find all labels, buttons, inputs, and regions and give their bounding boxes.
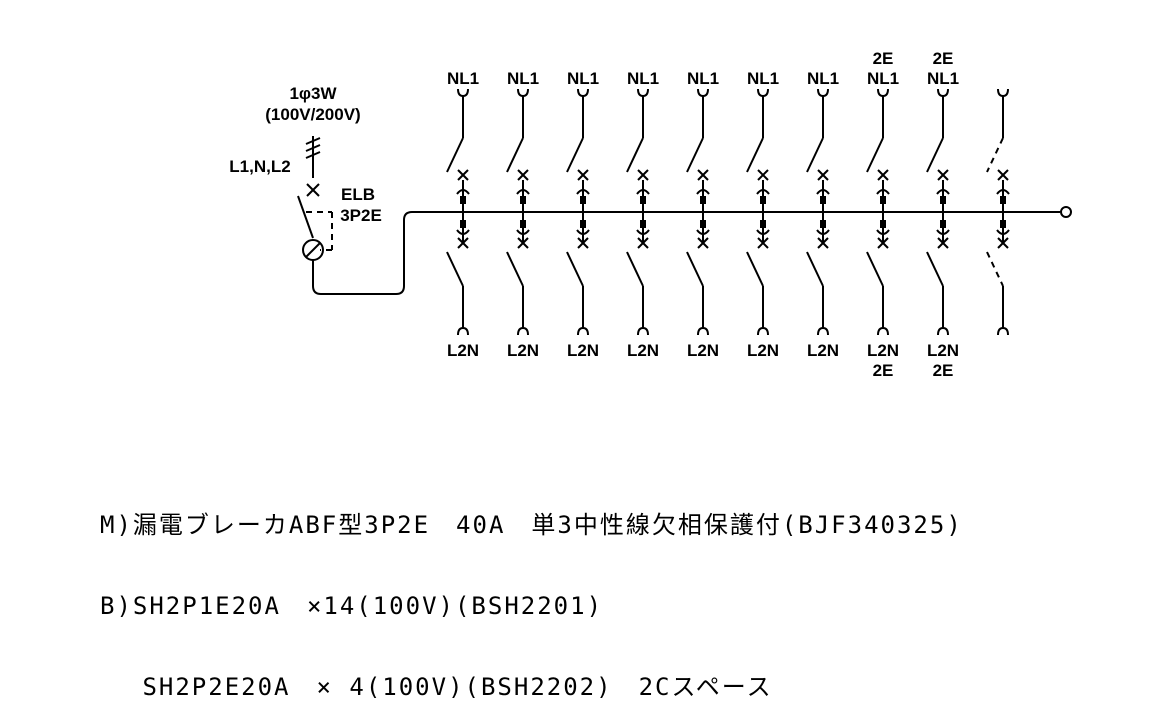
branch-circuit: [986, 88, 1010, 336]
supply-phase-label: 1φ3W: [289, 84, 337, 103]
branch-top-label: NL1: [927, 69, 959, 88]
terminal-top: [997, 88, 1009, 98]
terminal-top: [937, 88, 949, 98]
switch-top: [686, 137, 704, 173]
switch-bottom: [986, 251, 1004, 287]
terminal-top: [637, 88, 649, 98]
switch-top: [446, 137, 464, 173]
branch-top-label: NL1: [567, 69, 599, 88]
switch-bottom: [746, 251, 764, 287]
supply-voltage-label: (100V/200V): [265, 105, 360, 124]
terminal-bottom: [637, 326, 649, 336]
branch-top-label: NL1: [507, 69, 539, 88]
terminal-bottom: [457, 326, 469, 336]
main-breaker-type-label: ELB: [341, 185, 375, 204]
branch-top-label: NL1: [867, 69, 899, 88]
note-branch-1p1e: B)SH2P1E20A ×14(100V)(BSH2201): [100, 592, 604, 620]
terminal-top: [457, 88, 469, 98]
terminal-bottom: [697, 326, 709, 336]
branch-top-label: NL1: [687, 69, 719, 88]
supply-line-label: L1,N,L2: [229, 157, 290, 176]
branch-bottom-label: L2N: [627, 341, 659, 360]
branch-bottom-label: L2N: [867, 341, 899, 360]
switch-top: [926, 137, 944, 173]
switch-top: [746, 137, 764, 173]
switch-bottom: [446, 251, 464, 287]
note-main-breaker: M)漏電ブレーカABF型3P2E 40A 単3中性線欠相保護付(BJF34032…: [100, 511, 963, 539]
switch-bottom: [866, 251, 884, 287]
branch-top-label: NL1: [807, 69, 839, 88]
branch-top-extra-label: 2E: [933, 49, 954, 68]
terminal-top: [577, 88, 589, 98]
incoming-feed: [305, 136, 321, 197]
switch-top: [866, 137, 884, 173]
branch-bottom-label: L2N: [747, 341, 779, 360]
switch-top: [566, 137, 584, 173]
switch-bottom: [806, 251, 824, 287]
terminal-top: [877, 88, 889, 98]
switch-bottom: [506, 251, 524, 287]
terminal-bottom: [757, 326, 769, 336]
switch-top: [986, 137, 1004, 173]
branch-top-extra-label: 2E: [873, 49, 894, 68]
terminal-bottom: [517, 326, 529, 336]
branch-top-label: NL1: [747, 69, 779, 88]
main-breaker-poles-label: 3P2E: [340, 206, 382, 225]
branch-bottom-label: L2N: [687, 341, 719, 360]
terminal-bottom: [997, 326, 1009, 336]
terminal-top: [757, 88, 769, 98]
terminal-bottom: [577, 326, 589, 336]
branch-bottom-extra-label: 2E: [933, 361, 954, 380]
terminal-bottom: [817, 326, 829, 336]
branch-bottom-extra-label: 2E: [873, 361, 894, 380]
switch-top: [626, 137, 644, 173]
branch-circuits: NL1L2NNL1L2NNL1L2NNL1L2NNL1L2NNL1L2NNL1L…: [446, 49, 1010, 380]
terminal-top: [697, 88, 709, 98]
switch-bottom: [926, 251, 944, 287]
branch-bottom-label: L2N: [567, 341, 599, 360]
single-line-diagram: 1φ3W (100V/200V) L1,N,L2 ELB 3P2E NL1L2N…: [229, 49, 1072, 380]
branch-bottom-label: L2N: [447, 341, 479, 360]
branch-top-label: NL1: [627, 69, 659, 88]
switch-top: [806, 137, 824, 173]
terminal-bottom: [937, 326, 949, 336]
switch-top: [506, 137, 524, 173]
switch-bottom: [626, 251, 644, 287]
switch-bottom: [686, 251, 704, 287]
main-breaker-symbol: [297, 195, 1072, 295]
branch-top-label: NL1: [447, 69, 479, 88]
branch-bottom-label: L2N: [927, 341, 959, 360]
note-branch-2p2e: SH2P2E20A × 4(100V)(BSH2202) 2Cスペース: [100, 673, 773, 701]
terminal-bottom: [877, 326, 889, 336]
equipment-notes: M)漏電ブレーカABF型3P2E 40A 単3中性線欠相保護付(BJF34032…: [100, 458, 1160, 728]
branch-bottom-label: L2N: [807, 341, 839, 360]
branch-bottom-label: L2N: [507, 341, 539, 360]
terminal-top: [817, 88, 829, 98]
switch-bottom: [566, 251, 584, 287]
terminal-top: [517, 88, 529, 98]
